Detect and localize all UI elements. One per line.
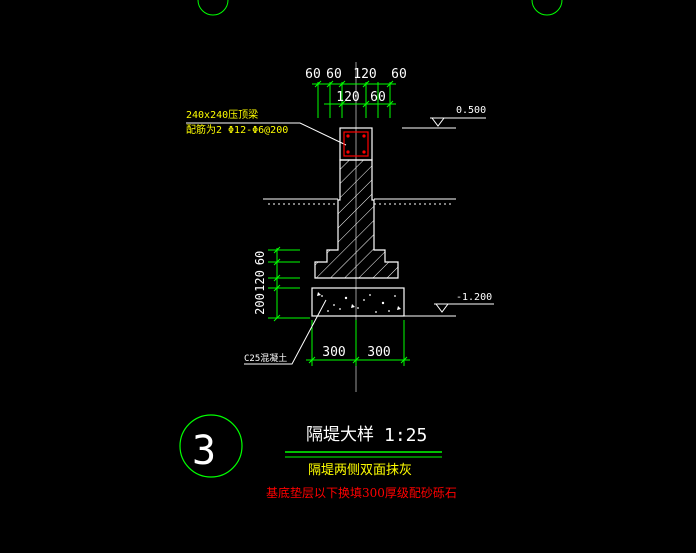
- top-left-circle-fragment: [197, 0, 229, 16]
- detail-number: 3: [192, 428, 216, 474]
- dim-left-3: 200: [253, 293, 267, 315]
- dim-left-2: 120: [253, 270, 267, 292]
- wall-body: [314, 159, 399, 279]
- beam-callout-line2: 配筋为2 Φ12-Φ6@200: [186, 123, 288, 136]
- left-dimension-lines: [268, 246, 310, 322]
- beam-callout-line1: 240x240压顶梁: [186, 108, 258, 121]
- dim-top-4: 60: [391, 67, 407, 82]
- dim-bottom-2: 300: [367, 345, 390, 360]
- dim-top-2: 60: [326, 67, 342, 82]
- concrete-cushion: [311, 287, 405, 317]
- top-dimension-labels: 60 60 120 60 120 60: [305, 67, 407, 105]
- elevation-bottom-label: -1.200: [456, 292, 492, 303]
- dim-bottom-1: 300: [322, 345, 345, 360]
- elevation-top-label: 0.500: [456, 105, 486, 116]
- top-right-circle-fragment: [531, 0, 563, 16]
- dim-top-3: 120: [353, 67, 376, 82]
- dim-top-5: 120: [336, 90, 359, 105]
- detail-number-circle: [179, 414, 243, 478]
- detail-scale: 1:25: [384, 425, 427, 446]
- dim-top-6: 60: [370, 90, 386, 105]
- dim-left-1: 60: [253, 251, 267, 265]
- ground-line: [263, 198, 456, 205]
- note-yellow: 隔堤两侧双面抹灰: [308, 463, 412, 478]
- concrete-speckle: [317, 292, 401, 313]
- note-red: 基底垫层以下换填300厚级配砂砾石: [266, 485, 457, 500]
- beam-rebar: [343, 131, 369, 157]
- detail-title: 隔堤大样: [306, 425, 374, 445]
- top-dimension-lines: [312, 80, 396, 118]
- beam-leader: [186, 122, 347, 146]
- concrete-callout-label: C25混凝土: [244, 352, 287, 364]
- left-dimension-labels: 60 120 200: [253, 251, 267, 315]
- elevation-top-marker: [431, 117, 445, 127]
- concrete-leader: [244, 299, 327, 365]
- bottom-dimension-lines: [306, 320, 410, 366]
- dim-top-1: 60: [305, 67, 321, 82]
- elevation-bottom-marker: [435, 303, 449, 313]
